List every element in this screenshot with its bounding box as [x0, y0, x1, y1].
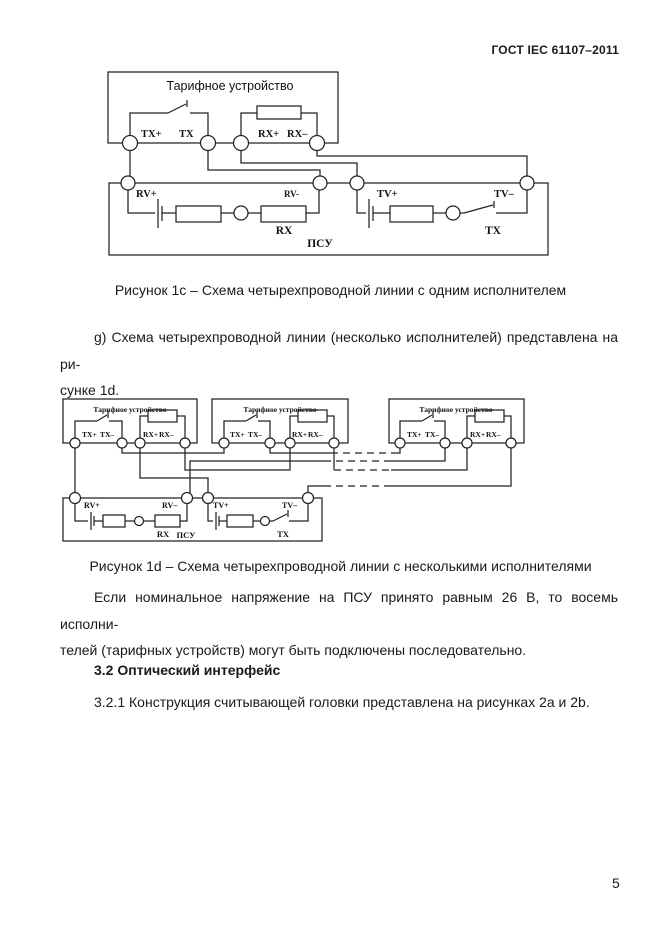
fig1c-psu-label: ПСУ	[307, 238, 333, 250]
fig1d-d2-rx-minus: RX–	[308, 430, 323, 439]
fig1d-d2-rx-plus: RX+	[292, 430, 308, 439]
fig1d-device2-title: Тарифное устройство	[243, 405, 317, 414]
fig1d-psu-tx-label: TX	[277, 529, 289, 539]
fig1d-d3-tx-minus: TX–	[425, 430, 440, 439]
fig1c-terminal-tx-plus: TX+	[141, 129, 162, 140]
fig1c-psu-tv-plus: TV+	[377, 189, 398, 200]
fig1d-psu-rv-minus: RV–	[162, 501, 178, 510]
fig1c-device-title: Тарифное устройство	[166, 79, 294, 93]
fig1c-terminal-tx: TX	[179, 129, 194, 140]
fig1d-device1-title: Тарифное устройство	[93, 405, 167, 414]
fig1d-d1-rx-minus: RX–	[159, 430, 174, 439]
fig1c-psu-rx-label: RX	[275, 225, 293, 237]
paragraph-g: g) Схема четырехпроводной линии (несколь…	[60, 324, 618, 404]
fig1d-d2-tx-minus: TX–	[248, 430, 263, 439]
fig1c-psu-tv-minus: TV–	[494, 189, 514, 200]
fig1c-psu-rv-plus: RV+	[136, 189, 157, 200]
paragraph-psu-line2: телей (тарифных устройств) могут быть по…	[60, 642, 527, 658]
paragraph-psu-line1: Если номинальное напряжение на ПСУ приня…	[60, 589, 618, 632]
fig1d-device3-title: Тарифное устройство	[419, 405, 493, 414]
fig1d-d2-tx-plus: TX+	[230, 430, 245, 439]
fig1c-psu-rv-minus: RV-	[284, 189, 300, 199]
fig1d-psu-label: ПСУ	[176, 530, 196, 540]
fig1c-terminal-rx-plus: RX+	[258, 129, 280, 140]
fig1d-d3-tx-plus: TX+	[407, 430, 422, 439]
fig1c-terminal-rx-minus: RX–	[287, 129, 308, 140]
fig1d-d1-tx-minus: TX–	[100, 430, 115, 439]
section-heading-3-2: 3.2 Оптический интерфейс	[94, 662, 281, 678]
paragraph-g-line1: g) Схема четырехпроводной линии (несколь…	[60, 329, 618, 372]
fig1d-d1-rx-plus: RX+	[143, 430, 159, 439]
paragraph-g-line2: сунке 1d.	[60, 382, 120, 398]
paragraph-psu: Если номинальное напряжение на ПСУ приня…	[60, 584, 618, 664]
fig1d-caption: Рисунок 1d – Схема четырехпроводной лини…	[89, 558, 592, 574]
fig1d-d3-rx-plus: RX+	[470, 430, 486, 439]
fig1d-psu-rx-label: RX	[156, 529, 170, 539]
fig1c-caption: Рисунок 1c – Схема четырехпроводной лини…	[114, 282, 567, 298]
document-header: ГОСТ IEC 61107–2011	[491, 43, 619, 57]
fig1c-psu-tx-label: TX	[485, 225, 501, 237]
fig1d-d1-tx-plus: TX+	[82, 430, 97, 439]
fig1d-psu-tv-minus: TV–	[282, 501, 298, 510]
paragraph-3-2-1: 3.2.1 Конструкция считывающей головки пр…	[94, 694, 590, 710]
fig1d-d3-rx-minus: RX–	[486, 430, 501, 439]
fig1d-psu-rv-plus: RV+	[84, 501, 100, 510]
fig1d-psu-tv-plus: TV+	[213, 501, 229, 510]
page-number: 5	[612, 875, 620, 891]
